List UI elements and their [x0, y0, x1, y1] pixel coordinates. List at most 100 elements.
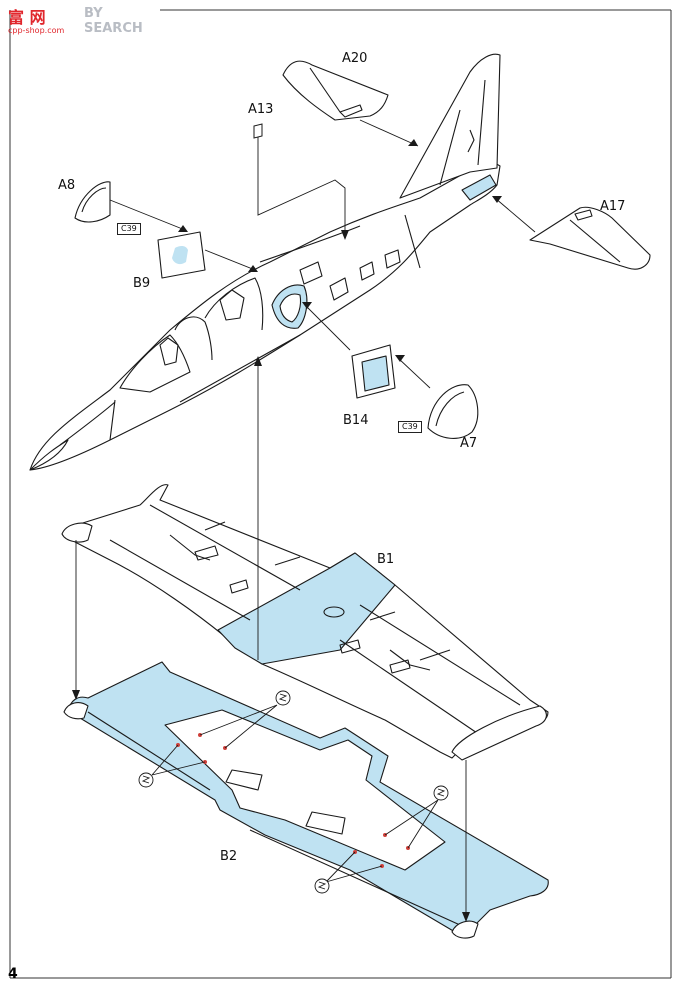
- arrow-head: [248, 265, 258, 272]
- label-a7: A7: [460, 436, 478, 451]
- label-b1: B1: [377, 552, 395, 567]
- wing-hatch: [389, 659, 411, 674]
- leader-b9: [204, 249, 256, 271]
- a17-elevator-line: [569, 219, 621, 263]
- label-b14: B14: [343, 413, 369, 428]
- right-tip-tank: [451, 705, 547, 761]
- label-b2: B2: [220, 849, 238, 864]
- nose-cone: [29, 439, 69, 471]
- label-a8: A8: [58, 178, 76, 193]
- wing-panel-line: [339, 639, 481, 736]
- arrow-head: [395, 355, 405, 362]
- drill-hole-icon: [138, 772, 154, 788]
- leader-drill-top: [199, 704, 278, 749]
- arrow-head: [462, 912, 470, 922]
- color-ref-lower: C39: [398, 421, 422, 433]
- a20-hinge-tab: [339, 104, 363, 118]
- arrow-head: [178, 225, 188, 232]
- arrow-head: [72, 690, 80, 700]
- b2-tip-right: [451, 920, 479, 939]
- fuselage-panel-line: [404, 214, 421, 269]
- leader-drill-right: [384, 799, 439, 849]
- ejection-seat-front: [159, 337, 179, 366]
- b1-center-section: [217, 552, 396, 665]
- b2-inner-area: [164, 709, 446, 871]
- watermark-search: BY SEARCH: [84, 6, 143, 36]
- nose-panel: [59, 401, 116, 446]
- part-a20-stabilizer: [282, 60, 389, 121]
- drill-hole-icon: [275, 690, 291, 706]
- leader-drill-left: [151, 744, 206, 776]
- wing-fence: [274, 556, 301, 566]
- part-a13: [253, 123, 263, 139]
- color-ref-upper: C39: [117, 223, 141, 235]
- arrow-head: [302, 302, 312, 309]
- front-cockpit: [119, 334, 191, 393]
- watermark-brand: 富 网: [8, 8, 46, 27]
- tail-detail: [467, 129, 475, 153]
- panel-hatch: [299, 261, 323, 285]
- a7-inner: [435, 391, 465, 427]
- panel-hatch: [359, 261, 375, 281]
- panel-hatch: [384, 249, 401, 269]
- wing-fence: [419, 649, 451, 661]
- wing-hatch: [194, 545, 219, 561]
- b14-inner: [361, 355, 390, 392]
- b9-tint: [172, 245, 188, 265]
- wing-panel-line: [109, 539, 251, 621]
- leader-b14: [304, 304, 351, 351]
- wing-opening: [323, 606, 345, 618]
- wing-hatch: [339, 639, 361, 654]
- label-a13: A13: [248, 102, 274, 117]
- a17-hinge-tab: [574, 209, 593, 221]
- b2-vent: [225, 769, 263, 791]
- fuselage-outline: [29, 162, 501, 471]
- leader-a13: [257, 132, 346, 236]
- wing-panel-line: [149, 504, 301, 591]
- intake-inner: [279, 293, 302, 323]
- part-a8: [74, 181, 111, 223]
- tail-fairing: [461, 174, 497, 201]
- wing-flap-line: [389, 649, 431, 671]
- arrow-head: [254, 356, 262, 366]
- fuselage-panel-line: [259, 225, 361, 263]
- fuselage-panel-line: [179, 334, 301, 403]
- left-tip-tank: [61, 522, 93, 543]
- b2-edge-line: [87, 711, 211, 791]
- arrow-head: [408, 139, 418, 146]
- wing-panel-line: [359, 604, 521, 706]
- b2-tip-left: [63, 702, 89, 720]
- rear-canopy-frame: [204, 277, 264, 331]
- a20-elevator-line: [309, 67, 341, 113]
- tail-panel-line: [439, 109, 461, 186]
- drill-hole-icon: [433, 785, 449, 801]
- page-number: 4: [8, 966, 18, 982]
- a8-inner: [81, 187, 107, 213]
- arrow-head: [492, 196, 502, 203]
- leader-a8: [109, 199, 186, 231]
- leader-drill-bottom: [325, 851, 383, 883]
- part-a7: [427, 384, 479, 439]
- wing-fence: [369, 611, 396, 621]
- wing-hatch: [229, 579, 249, 594]
- wing-fence: [204, 521, 226, 531]
- label-a17: A17: [600, 199, 626, 214]
- b2-vent: [305, 811, 346, 835]
- rear-cockpit: [174, 316, 213, 361]
- leader-a20: [359, 119, 419, 147]
- fuselage-panel-line: [109, 399, 116, 441]
- watermark-url: cpp-shop.com: [8, 26, 65, 35]
- leader-a17: [494, 197, 536, 233]
- b14-tint: [362, 356, 389, 391]
- drill-hole-icon: [314, 878, 330, 894]
- watermark: 富 网 BY SEARCH cpp-shop.com: [6, 4, 156, 38]
- vertical-tail: [399, 53, 501, 199]
- label-b9: B9: [133, 276, 151, 291]
- panel-hatch: [329, 277, 349, 301]
- part-a17-stabilizer: [529, 206, 651, 270]
- b2-edge-line: [249, 829, 461, 926]
- arrow-head: [341, 230, 349, 240]
- label-a20: A20: [342, 51, 368, 66]
- tail-rudder-line: [477, 79, 486, 166]
